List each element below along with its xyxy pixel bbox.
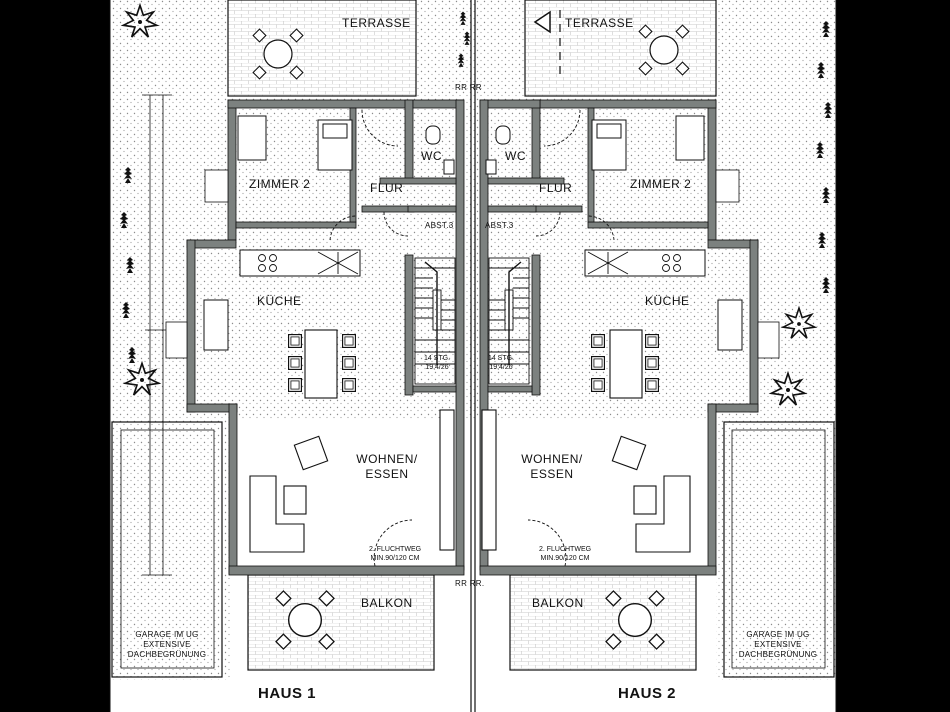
fluchtweg-label-house2: 2. FLUCHTWEG MIN.90/120 CM: [530, 545, 600, 563]
fluchtweg-label-house1: 2. FLUCHTWEG MIN.90/120 CM: [360, 545, 430, 563]
wohnen-label-house2: WOHNEN/ ESSEN: [517, 452, 587, 482]
rr-label-top: RR RR: [455, 83, 482, 92]
wohnen-line1-house2: WOHNEN/: [521, 452, 583, 466]
zimmer-label-house2: ZIMMER 2: [630, 177, 692, 191]
wc-label-house2: WC: [505, 149, 526, 163]
abst-label-house2: ABST.3: [485, 221, 514, 230]
wohnen-line1-house1: WOHNEN/: [356, 452, 418, 466]
terrace-label-house2: TERRASSE: [565, 16, 634, 30]
wohnen-label-house1: WOHNEN/ ESSEN: [352, 452, 422, 482]
fluchtweg-line1-house2: 2. FLUCHTWEG: [538, 546, 592, 553]
fluchtweg-line2-house2: MIN.90/120 CM: [540, 555, 590, 562]
garage-line2-house2: EXTENSIVE: [754, 640, 802, 649]
stairs-count-house1: 14 STG.: [423, 355, 451, 362]
terrace-label-house1: TERRASSE: [342, 16, 411, 30]
house-title-2: HAUS 2: [618, 685, 677, 702]
garage-line2-house1: EXTENSIVE: [143, 640, 191, 649]
stairs-label-house2: 14 STG. 19,4/26: [484, 354, 518, 372]
garage-note-house1: GARAGE IM UG EXTENSIVE DACHBEGRÜNUNG: [116, 630, 218, 660]
wc-label-house1: WC: [421, 149, 442, 163]
rr-label-bottom: RR RR.: [455, 579, 485, 588]
garage-line1-house1: GARAGE IM UG: [135, 630, 199, 639]
wohnen-line2-house1: ESSEN: [365, 467, 409, 481]
house-title-1: HAUS 1: [258, 685, 317, 702]
kueche-label-house2: KÜCHE: [645, 294, 690, 308]
balkon-label-house1: BALKON: [361, 596, 413, 610]
fluchtweg-line2-house1: MIN.90/120 CM: [370, 555, 420, 562]
garage-line1-house2: GARAGE IM UG: [746, 630, 810, 639]
flur-label-house1: FLUR: [370, 181, 404, 195]
fluchtweg-line1-house1: 2. FLUCHTWEG: [368, 546, 422, 553]
zimmer-label-house1: ZIMMER 2: [249, 177, 311, 191]
flur-label-house2: FLUR: [539, 181, 573, 195]
stairs-ratio-house1: 19,4/26: [425, 364, 449, 371]
stairs-label-house1: 14 STG. 19,4/26: [420, 354, 454, 372]
garage-line3-house2: DACHBEGRÜNUNG: [738, 650, 818, 659]
abst-label-house1: ABST.3: [425, 221, 454, 230]
garage-line3-house1: DACHBEGRÜNUNG: [127, 650, 207, 659]
stairs-count-house2: 14 STG.: [487, 355, 515, 362]
garage-note-house2: GARAGE IM UG EXTENSIVE DACHBEGRÜNUNG: [727, 630, 829, 660]
wohnen-line2-house2: ESSEN: [530, 467, 574, 481]
kueche-label-house1: KÜCHE: [257, 294, 302, 308]
balkon-label-house2: BALKON: [532, 596, 584, 610]
stairs-ratio-house2: 19,4/26: [489, 364, 513, 371]
